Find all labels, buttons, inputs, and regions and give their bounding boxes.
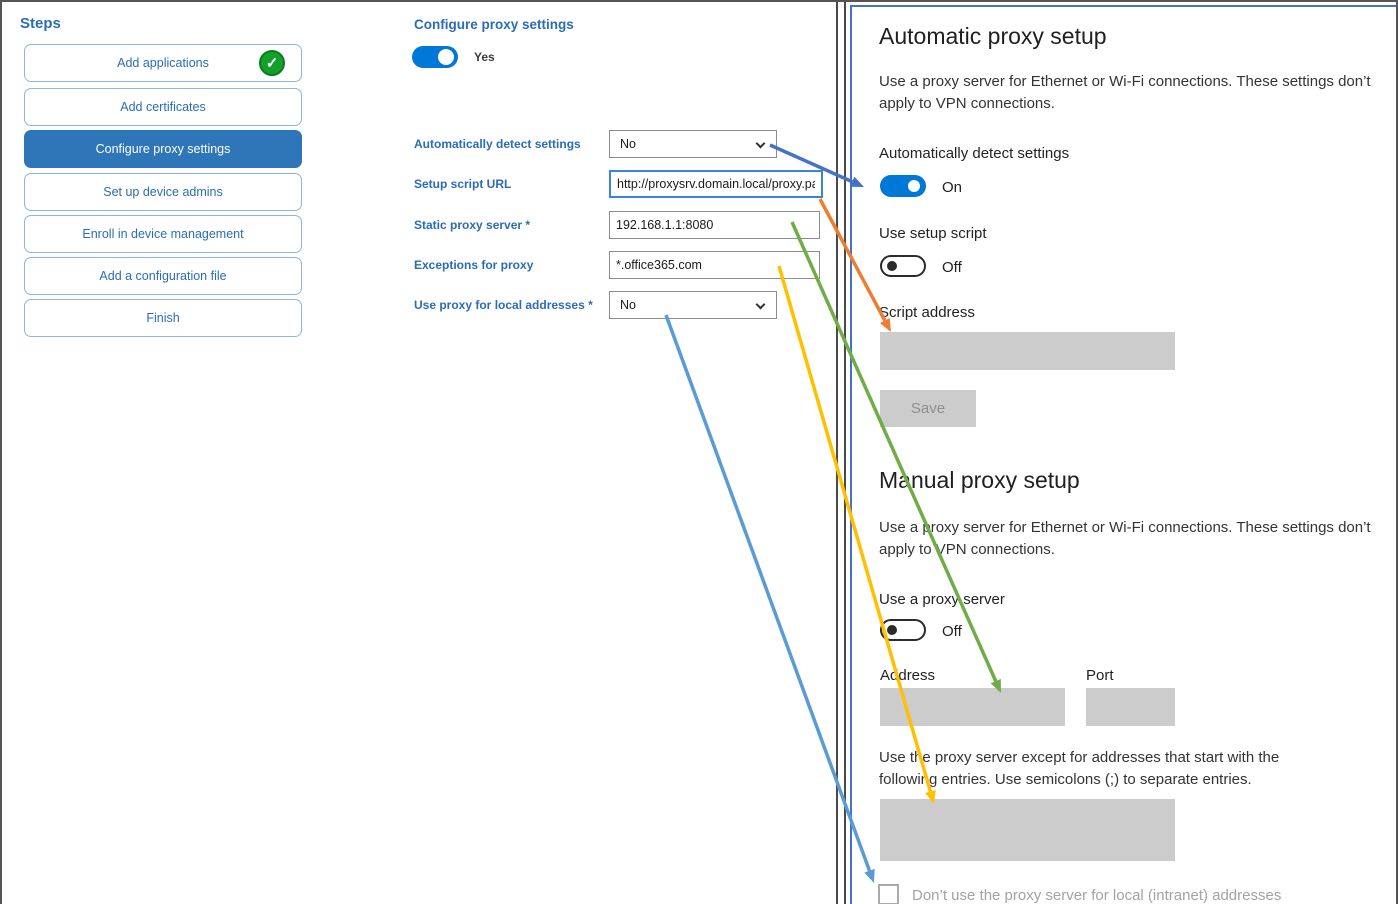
exceptions-for-proxy-input[interactable] [609, 251, 820, 279]
bypass-local-checkbox-label: Don’t use the proxy server for local (in… [912, 887, 1282, 904]
field-label: Setup script URL [414, 177, 512, 191]
step-label: Configure proxy settings [95, 142, 231, 156]
dropdown-value: No [620, 298, 636, 312]
vertical-divider [836, 2, 838, 904]
configure-proxy-toggle[interactable] [412, 46, 458, 68]
static-proxy-server-input[interactable] [609, 211, 820, 239]
proxy-exceptions-description: Use the proxy server except for addresse… [879, 749, 1280, 788]
use-setup-script-label: Use setup script [879, 225, 987, 242]
dropdown-value: No [620, 137, 636, 151]
use-proxy-server-state: Off [942, 623, 962, 640]
form-row-static-proxy: Static proxy server * [414, 211, 820, 239]
use-setup-script-toggle[interactable] [880, 255, 926, 277]
proxy-exceptions-input[interactable] [880, 799, 1175, 861]
field-label: Use proxy for local addresses * [414, 298, 593, 312]
detect-settings-label: Automatically detect settings [879, 145, 1070, 162]
setup-script-url-input[interactable] [609, 170, 823, 198]
step-label: Add a configuration file [99, 269, 227, 283]
use-setup-script-state: Off [942, 259, 962, 276]
arrow-local-addresses [664, 314, 872, 872]
step-label: Add applications [117, 56, 209, 70]
script-address-input[interactable] [880, 332, 1175, 370]
toggle-knob [908, 180, 920, 192]
step-completed-check-icon: ✓ [259, 50, 285, 76]
field-label: Automatically detect settings [414, 137, 581, 151]
field-label: Static proxy server * [414, 218, 531, 232]
step-label: Finish [146, 311, 180, 325]
toggle-knob [887, 261, 897, 271]
use-proxy-server-label: Use a proxy server [879, 591, 1005, 608]
bypass-local-checkbox[interactable] [878, 884, 899, 904]
address-label: Address [880, 667, 936, 684]
windows-proxy-settings-panel: Automatic proxy setup Use a proxy server… [850, 5, 1396, 904]
automatic-proxy-description: Use a proxy server for Ethernet or Wi-Fi… [879, 73, 1371, 112]
steps-title: Steps [20, 15, 61, 32]
step-label: Set up device admins [103, 185, 223, 199]
save-button[interactable]: Save [880, 390, 976, 427]
use-proxy-server-toggle[interactable] [880, 619, 926, 641]
step-add-applications[interactable]: Add applications ✓ [24, 44, 302, 82]
vertical-divider [844, 2, 846, 904]
form-row-detect-settings: Automatically detect settings No [414, 130, 820, 158]
detect-settings-state: On [942, 179, 963, 196]
toggle-knob [887, 625, 897, 635]
script-address-label: Script address [879, 304, 975, 321]
toggle-knob [438, 49, 454, 65]
automatic-proxy-heading: Automatic proxy setup [879, 23, 1107, 49]
chevron-down-icon [755, 299, 766, 310]
step-add-certificates[interactable]: Add certificates [24, 88, 302, 126]
manual-proxy-description: Use a proxy server for Ethernet or Wi-Fi… [879, 519, 1371, 558]
proxy-port-input[interactable] [1086, 688, 1175, 726]
step-label: Add certificates [120, 100, 206, 114]
form-row-setup-script-url: Setup script URL [414, 170, 823, 198]
page-title: Configure proxy settings [414, 17, 574, 32]
step-enroll-device-management[interactable]: Enroll in device management [24, 215, 302, 253]
local-addresses-dropdown[interactable]: No [609, 291, 777, 319]
chevron-down-icon [755, 138, 766, 149]
step-finish[interactable]: Finish [24, 299, 302, 337]
field-label: Exceptions for proxy [414, 258, 534, 272]
detect-settings-toggle[interactable] [880, 175, 926, 197]
proxy-address-input[interactable] [880, 688, 1065, 726]
step-set-up-device-admins[interactable]: Set up device admins [24, 173, 302, 211]
step-configure-proxy-settings[interactable]: Configure proxy settings [24, 130, 302, 168]
step-add-configuration-file[interactable]: Add a configuration file [24, 257, 302, 295]
detect-settings-dropdown[interactable]: No [609, 130, 777, 158]
configure-proxy-toggle-label: Yes [474, 50, 495, 64]
configure-proxy-toggle-row: Yes [412, 46, 495, 68]
form-row-local-addresses: Use proxy for local addresses * No [414, 291, 820, 319]
manual-proxy-heading: Manual proxy setup [879, 467, 1080, 493]
step-label: Enroll in device management [82, 227, 244, 241]
form-row-exceptions: Exceptions for proxy [414, 251, 820, 279]
port-label: Port [1086, 667, 1114, 684]
